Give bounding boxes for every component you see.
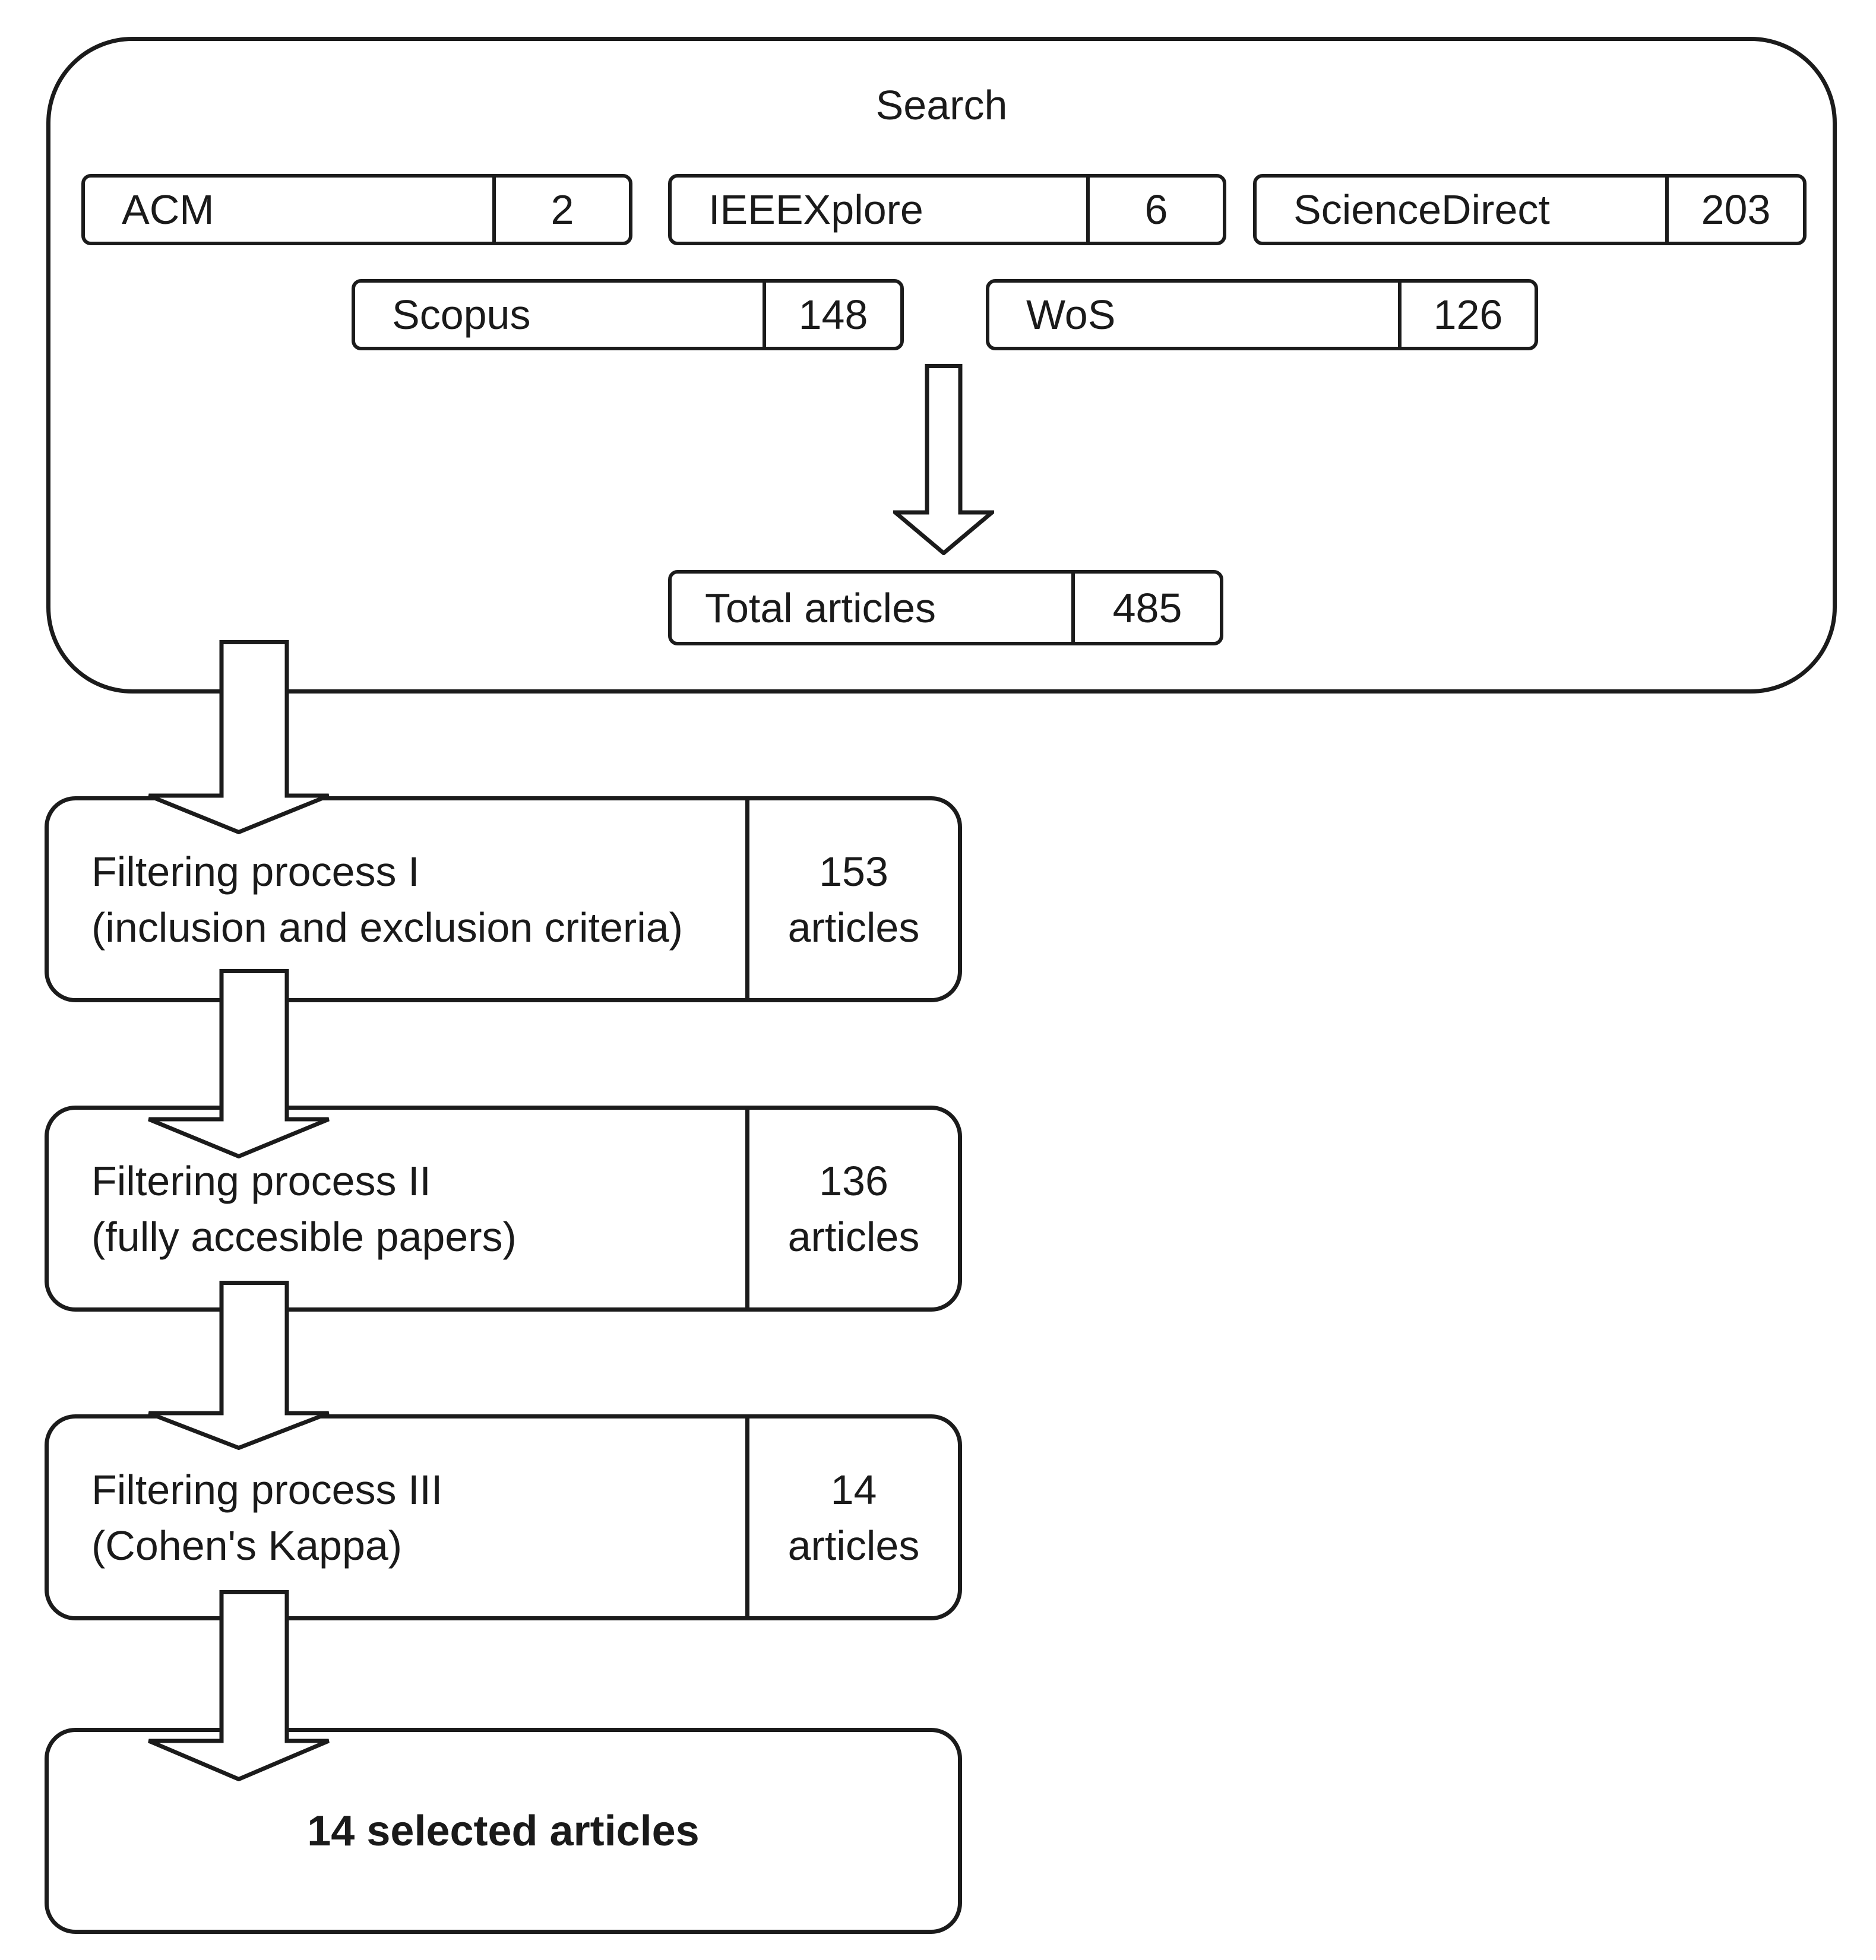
source-label: Scopus bbox=[392, 292, 531, 338]
stage-count-unit: articles bbox=[787, 904, 920, 951]
stage-subtitle: (inclusion and exclusion criteria) bbox=[91, 904, 683, 951]
total-articles-box: Total articles 485 bbox=[668, 570, 1223, 645]
source-count: 126 bbox=[1398, 283, 1535, 347]
total-count: 485 bbox=[1071, 574, 1220, 642]
search-panel-title: Search bbox=[875, 82, 1008, 128]
source-label: IEEEXplore bbox=[708, 186, 923, 233]
source-count: 2 bbox=[492, 178, 629, 242]
source-label: WoS bbox=[1026, 292, 1116, 338]
stage-box-filtering-1: Filtering process I (inclusion and exclu… bbox=[45, 796, 962, 1002]
source-box-acm: ACM 2 bbox=[81, 174, 632, 245]
stage-subtitle: (fully accesible papers) bbox=[91, 1213, 517, 1260]
source-box-ieeexplore: IEEEXplore 6 bbox=[668, 174, 1226, 245]
source-count: 148 bbox=[763, 283, 900, 347]
source-box-sciencedirect: ScienceDirect 203 bbox=[1253, 174, 1807, 245]
stage-title: Filtering process III bbox=[91, 1466, 443, 1513]
stage-title: Filtering process II bbox=[91, 1157, 431, 1204]
source-label: ScienceDirect bbox=[1293, 186, 1550, 233]
source-count: 6 bbox=[1086, 178, 1223, 242]
arrow-down-to-total-icon bbox=[893, 364, 994, 555]
source-label: ACM bbox=[122, 186, 214, 233]
stage-count-unit: articles bbox=[787, 1522, 920, 1569]
arrow-down-to-stage-2-icon bbox=[147, 969, 331, 1158]
stage-count-value: 136 bbox=[819, 1157, 888, 1204]
arrow-down-to-stage-3-icon bbox=[147, 1281, 331, 1450]
stage-title: Filtering process I bbox=[91, 848, 420, 895]
arrow-down-to-result-icon bbox=[147, 1590, 331, 1781]
source-box-scopus: Scopus 148 bbox=[352, 279, 904, 350]
stage-count-unit: articles bbox=[787, 1213, 920, 1260]
stage-count-value: 14 bbox=[830, 1466, 877, 1513]
source-count: 203 bbox=[1665, 178, 1803, 242]
stage-box-filtering-3: Filtering process III (Cohen's Kappa) 14… bbox=[45, 1414, 962, 1620]
arrow-down-to-stage-1-icon bbox=[147, 640, 331, 834]
stage-subtitle: (Cohen's Kappa) bbox=[91, 1522, 403, 1569]
result-label: 14 selected articles bbox=[307, 1807, 700, 1855]
source-box-wos: WoS 126 bbox=[986, 279, 1538, 350]
total-label: Total articles bbox=[705, 584, 937, 631]
stage-count-value: 153 bbox=[819, 848, 888, 895]
